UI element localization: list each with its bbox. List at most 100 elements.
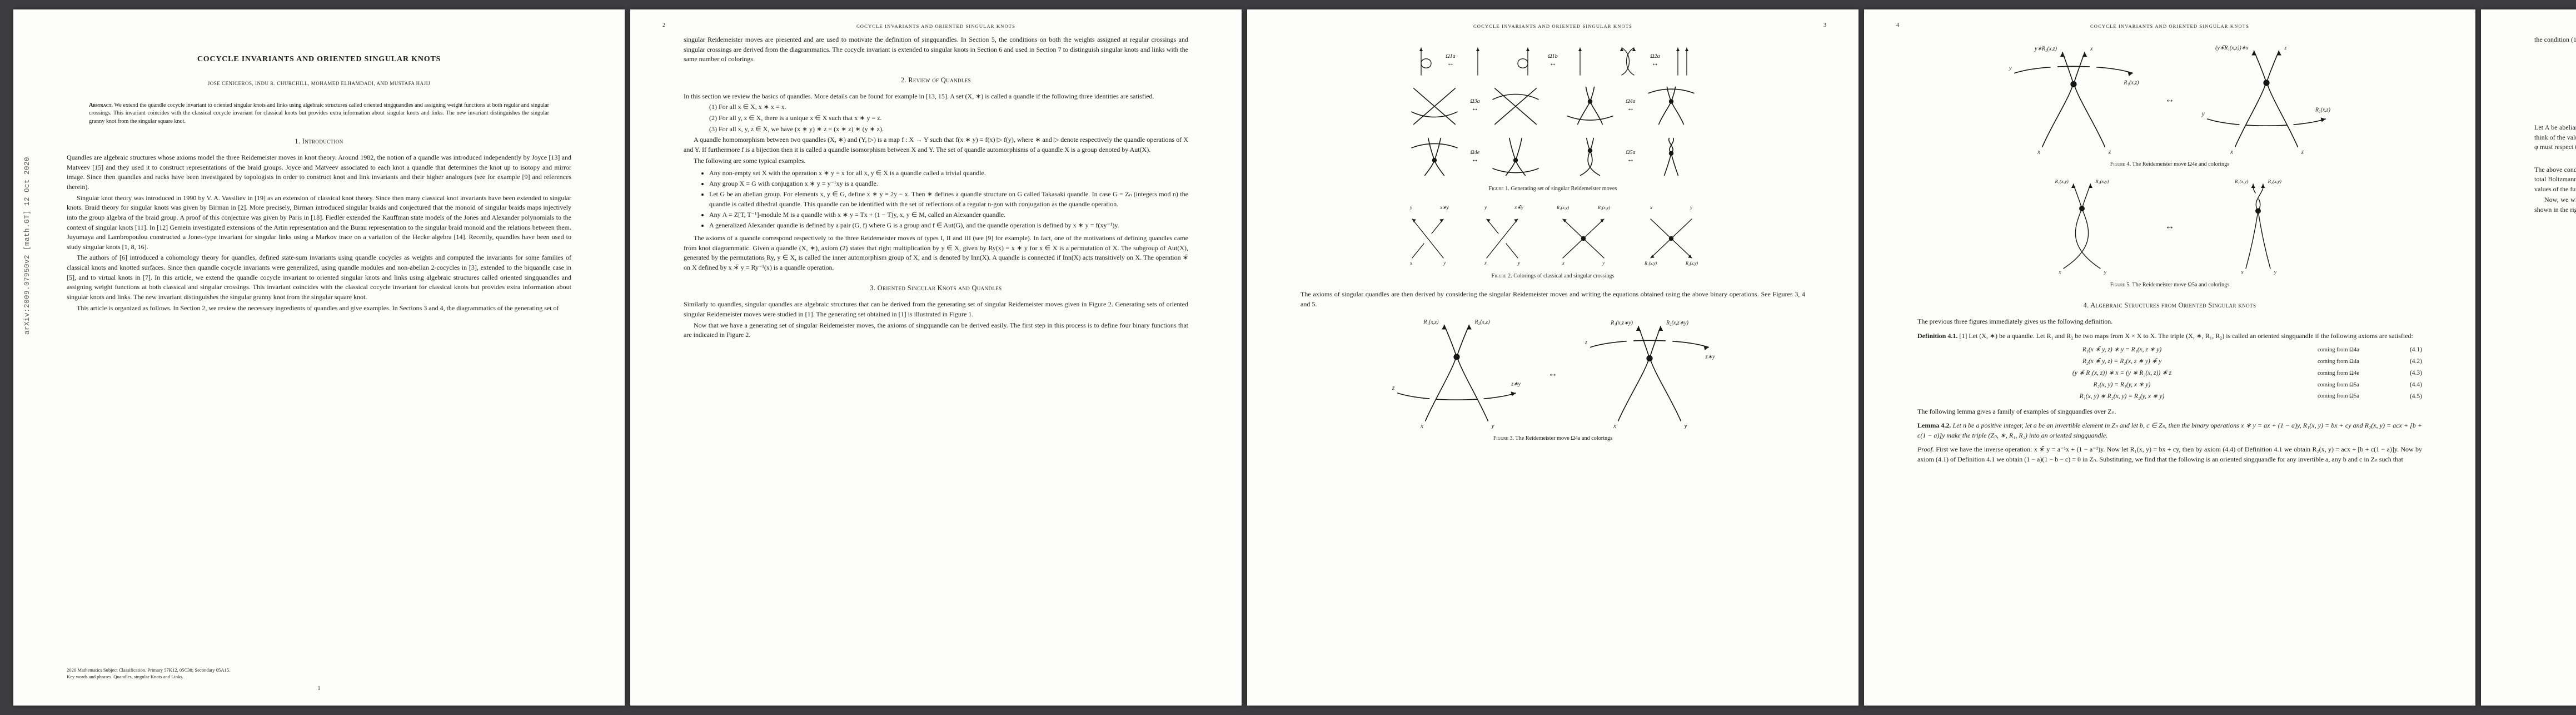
singular-crossing-diagram: R₁(x,y) R₂(x,y) x y xyxy=(1556,205,1610,266)
strand-label: z xyxy=(2300,149,2304,156)
strand-label: y xyxy=(1443,260,1446,266)
strand-label: z xyxy=(2284,45,2286,51)
figure-3: x y z R₁(x,z) R₂(x,z) z∗y ↔ x xyxy=(1301,318,1805,443)
knot-diagram-singular xyxy=(1411,137,1458,176)
move-label: Ω1a xyxy=(1446,53,1456,60)
equation-source: coming from Ω4a xyxy=(2318,358,2359,365)
page-1: arXiv:2009.07950v2 [math.GT] 12 Oct 2020… xyxy=(13,9,625,706)
equivalence-arrow-icon: ↔ xyxy=(1627,104,1635,113)
page-3: COCYCLE INVARIANTS AND ORIENTED SINGULAR… xyxy=(1247,9,1858,706)
figure-2: x y y x∗y x y y x∗̄y xyxy=(1301,202,1805,281)
page-2: COCYCLE INVARIANTS AND ORIENTED SINGULAR… xyxy=(630,9,1242,706)
figure-4: x z y y∗R₂(x,z) x R₁(x,z) ↔ x xyxy=(1917,44,2422,169)
strand-label: (y∗̄R₁(x,z))∗x xyxy=(2215,45,2249,51)
paragraph: In this section we review the basics of … xyxy=(684,92,1154,100)
figure-7: x y z φ(z,y) φ′(x,z) z∗y ↔ x xyxy=(2534,314,2576,439)
quandle-axiom: (1) For all x ∈ X, x ∗ x = x. xyxy=(709,103,786,111)
strand-label: y xyxy=(2201,111,2204,117)
running-header: COCYCLE INVARIANTS AND ORIENTED SINGULAR… xyxy=(2090,23,2250,29)
page-number: 3 xyxy=(1823,22,1826,28)
strand-label: R₂(x,y) xyxy=(2095,178,2109,184)
strand-label: R₂(x,y) xyxy=(1685,261,1698,266)
strand-label: x xyxy=(2037,149,2040,156)
strand-label: z xyxy=(1585,339,1588,345)
knot-diagram-singular xyxy=(1492,137,1539,176)
move-label: Ω5a xyxy=(1626,150,1636,156)
strand-label: R₁(x,y) xyxy=(1644,261,1657,266)
display-equations: x ∗ y = ax + (1 − a)y R₁(x, y) = bx + cy… xyxy=(2534,49,2576,82)
equivalence-arrow-icon: ↔ xyxy=(1549,59,1557,68)
strand-label: R₂(x,y) xyxy=(2267,178,2281,184)
figure-caption: Figure 4. The Reidemeister move Ω4e and … xyxy=(2110,161,2230,167)
equation: R₂(x, y) = R₁(y, x ∗ y) xyxy=(2093,381,2151,388)
section-heading-5: 5. Deriving the Axioms of 2-Cocycles fro… xyxy=(2534,107,2576,117)
strand-label: x xyxy=(1613,423,1616,430)
lemma-text: Let n be a positive integer, let a be an… xyxy=(1917,421,2423,439)
figure-caption: Figure 3. The Reidemeister move Ω4a and … xyxy=(1493,435,1613,442)
knot-diagram-singular xyxy=(1648,86,1695,125)
paragraph: Now, we will extend this definition to s… xyxy=(2534,196,2576,214)
equivalence-arrow-icon: ↔ xyxy=(2165,93,2175,105)
figure-caption: Figure 7. The Reidemeister move Ω4a and … xyxy=(2534,431,2576,439)
equation-tag: (4.2) xyxy=(2409,358,2422,365)
equation-tag: (4.3) xyxy=(2409,369,2422,376)
equivalence-arrow-icon: ↔ xyxy=(2165,221,2175,232)
footnote-keywords: Key words and phrases. Quandles, singula… xyxy=(67,673,183,679)
strand-label: x∗̄y xyxy=(1514,205,1523,210)
equation-tag: (4.4) xyxy=(2409,381,2422,388)
strand-label: x xyxy=(1409,260,1412,266)
list-item: Any Λ = Z[T, T⁻¹]-module M is a quandle … xyxy=(709,210,1188,220)
strand-label: y xyxy=(1690,205,1692,210)
equation-row: R₁(x ∗̄ y, z) ∗ y = R₁(x, z ∗ y) coming … xyxy=(1917,345,2422,355)
equation: (y ∗̄ R₁(x, z)) ∗ x = (y ∗ R₂(x, z)) ∗̄ … xyxy=(2072,369,2172,376)
strand-label: y xyxy=(1491,423,1494,430)
knot-diagram-singular xyxy=(1567,86,1613,125)
paragraph: Let A be abelian group and let (X, ∗) be… xyxy=(2534,123,2576,151)
knot-diagram-strands xyxy=(1676,47,1689,76)
strand-label: R₂(x,y) xyxy=(1597,205,1610,210)
equivalence-arrow-icon: ↔ xyxy=(1471,155,1479,164)
knot-diagram-singular xyxy=(1663,137,1679,176)
move-label: Ω4a xyxy=(1626,98,1636,105)
figure-caption: Figure 6. Weight functions at classical … xyxy=(2534,297,2576,305)
figure-caption: Figure 1. Generating set of singular Rei… xyxy=(1488,186,1617,192)
strand-label: R₁(x,y) xyxy=(1556,205,1569,210)
omega4e-rhs-diagram: x z y (y∗̄R₁(x,z))∗x z R₂(x,z) xyxy=(2201,45,2330,156)
equation-row: R₁(x, y) ∗ R₂(x, y) = R₂(y, x ∗ y) comin… xyxy=(1917,392,2422,401)
paragraph: the condition (1 − a)(1 − b − c) = 0 hol… xyxy=(2534,36,2576,43)
equation: R₂(x ∗̄ y, z) = R₂(x, z ∗ y) ∗̄ y xyxy=(2082,358,2162,365)
definition-text: [1] Let (X, ∗) be a quandle. Let R₁ and … xyxy=(1959,331,2413,340)
move-label: Ω1b xyxy=(1548,53,1558,60)
section-heading-3: 3. Oriented Singular Knots and Quandles xyxy=(870,284,1002,292)
strand-label: y xyxy=(2273,270,2276,276)
strand-label: x xyxy=(2090,46,2093,52)
cocycle-condition-equation: φ(x, y) + φ(x ∗ y, z) = φ(x, z) + φ(x ∗ … xyxy=(2534,153,2576,163)
equivalence-arrow-icon: ↔ xyxy=(1447,59,1454,68)
paragraph: Similarly to quandles, singular quandles… xyxy=(684,300,1188,318)
equation-row: R₂(x ∗̄ y, z) = R₂(x, z ∗ y) ∗̄ y coming… xyxy=(1917,357,2422,366)
move-omega1a: Ω1a ↔ xyxy=(1409,44,1492,77)
strand-label: x xyxy=(1562,260,1564,266)
strand-label: R₁(x,z∗y) xyxy=(1610,320,1633,326)
running-header: COCYCLE INVARIANTS AND ORIENTED SINGULAR… xyxy=(1473,23,1633,29)
equation-source: coming from Ω5a xyxy=(2318,393,2359,400)
move-label: Ω3a xyxy=(1470,98,1480,105)
paragraph: The axioms of singular quandles are then… xyxy=(1301,290,1805,308)
strand-label: R₂(x,z) xyxy=(1474,319,1490,325)
knot-diagram-r3 xyxy=(1492,88,1539,125)
definition-4-1: Definition 4.1. [1] Let (X, ∗) be a quan… xyxy=(1917,331,2422,341)
move-omega1b: Ω1b ↔ xyxy=(1511,44,1595,77)
strand-label: y∗R₂(x,z) xyxy=(2034,46,2057,52)
omega4a-lhs-diagram: x y z R₁(x,z) R₂(x,z) z∗y xyxy=(1392,319,1521,430)
strand-label: R₁(x,z) xyxy=(2123,80,2139,86)
abstract: Abstract. We extend the quandle cocycle … xyxy=(89,102,549,126)
equivalence-arrow-icon: ↔ xyxy=(1548,368,1558,379)
page-number: 1 xyxy=(317,686,321,692)
move-omega2a: Ω2a ↔ xyxy=(1613,44,1697,77)
paragraph: Now that we have a generating set of sin… xyxy=(684,321,1188,339)
strand-label: x xyxy=(1420,423,1423,430)
footnote-msc: 2020 Mathematics Subject Classification.… xyxy=(67,667,231,673)
page-5: COCYCLE INVARIANTS AND ORIENTED SINGULAR… xyxy=(2481,9,2576,706)
strand-label: x xyxy=(2058,270,2061,276)
move-omega3a: Ω3a ↔ xyxy=(1407,83,1543,128)
